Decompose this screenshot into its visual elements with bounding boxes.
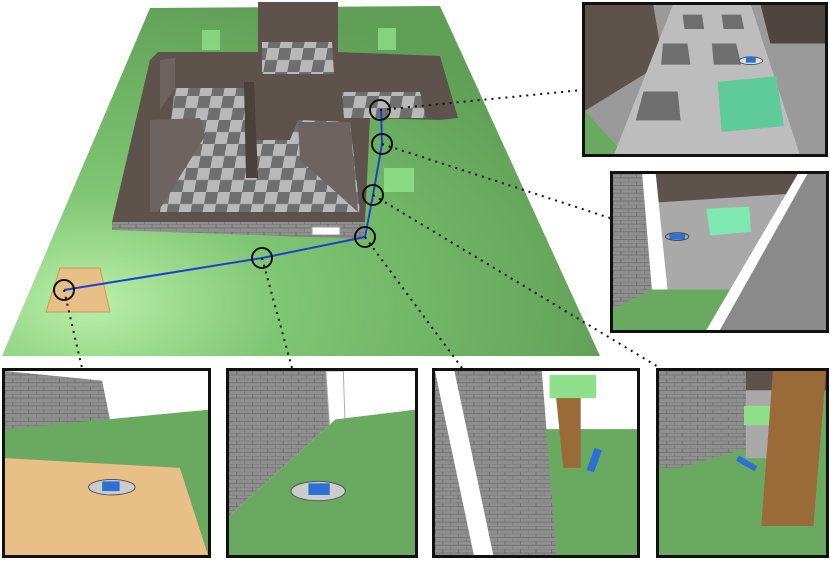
- floor-left-room: [160, 88, 360, 212]
- interior-wall-4: [160, 58, 175, 110]
- interior-wall-3: [298, 122, 358, 212]
- waypoint-marker: [369, 99, 391, 121]
- waypoint-marker: [362, 184, 384, 206]
- floor-top-room: [262, 42, 334, 74]
- drone-icon: [290, 480, 346, 502]
- waypoint-marker: [354, 226, 376, 248]
- door: [311, 226, 341, 236]
- green-box-2: [378, 28, 396, 50]
- tree-trunk: [761, 371, 826, 526]
- drone-icon: [586, 447, 602, 473]
- drone-icon: [88, 478, 136, 496]
- green-box: [743, 405, 771, 426]
- floor-right-room: [342, 92, 426, 118]
- tree-trunk: [555, 390, 581, 468]
- green-box-1: [202, 30, 220, 50]
- interior-wall-2: [244, 82, 258, 178]
- waypoint-marker: [53, 279, 75, 301]
- leader-lines: [63, 89, 661, 369]
- green-box: [549, 374, 597, 399]
- interior-wall-1: [150, 118, 205, 212]
- landing-pad: [45, 267, 111, 313]
- waypoint-marker: [371, 133, 393, 155]
- drone-icon: [736, 455, 758, 472]
- drone-icon: [665, 232, 690, 241]
- green-box-3: [384, 168, 414, 192]
- green-box: [706, 206, 752, 236]
- inset-near-wall-view: [226, 368, 418, 558]
- waypoint-markers: [53, 99, 393, 301]
- inset-wall-tree-view: [432, 368, 640, 558]
- flight-path: [63, 109, 384, 291]
- waypoint-marker: [251, 247, 273, 269]
- inset-tree-room-view: [656, 368, 829, 558]
- green-box: [717, 76, 785, 132]
- inset-landing-pad-view: [2, 368, 211, 558]
- inset-room-view: [582, 2, 828, 157]
- inset-doorway-view: [610, 171, 829, 333]
- drone-icon: [738, 56, 764, 66]
